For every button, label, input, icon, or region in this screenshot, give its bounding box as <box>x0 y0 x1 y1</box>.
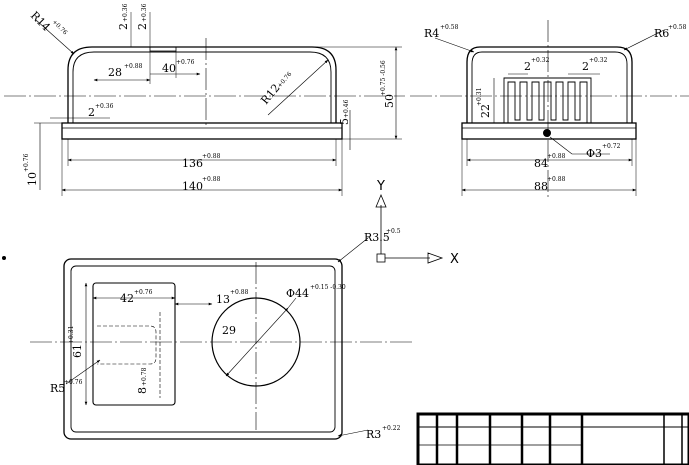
side-ribs <box>503 77 592 123</box>
circle-dia-leader <box>287 297 297 309</box>
front-base-height-label: 10 <box>26 172 39 186</box>
front-lip-label: 5 <box>338 118 351 125</box>
front-wall-label: 2 <box>88 106 95 119</box>
x-axis-label: X <box>450 252 459 267</box>
top-offset-tol: +0.88 <box>230 289 249 296</box>
top-inner-radius-label: R5 <box>50 382 65 395</box>
front-body-inner <box>72 51 332 123</box>
front-step-left-tol: +0.88 <box>124 63 143 70</box>
side-r4-tol: +0.58 <box>440 24 459 31</box>
front-slot-depth-tol: +0.36 <box>141 3 148 22</box>
top-circle-label: 29 <box>222 324 236 337</box>
top-height-label: 61 <box>71 344 84 358</box>
side-inner-width-tol: +0.88 <box>547 153 566 160</box>
r14-leader <box>35 19 75 55</box>
side-rib-gap-l-tol: +0.32 <box>531 57 550 64</box>
side-rib-gap-r-tol: +0.32 <box>589 57 608 64</box>
front-slot-depth-label: 2 <box>136 23 149 30</box>
y-axis-label: Y <box>376 179 385 194</box>
front-slot-width-label: 2 <box>117 23 130 30</box>
side-outer-width-label: 88 <box>534 180 548 193</box>
r6-leader <box>623 29 665 51</box>
top-window-hidden <box>97 325 157 365</box>
x-axis-arrow <box>427 252 444 264</box>
top-r3-label: R3 <box>366 428 381 441</box>
front-outer-radius-tol: +0.76 <box>276 71 293 90</box>
front-wall-tol: +0.36 <box>95 103 114 110</box>
circle-dia-line <box>225 307 289 377</box>
front-body-outer <box>67 46 337 123</box>
front-r14-label: R14 <box>28 9 53 34</box>
top-r35-tol: +0.5 <box>386 228 401 235</box>
front-inner-length-tol: +0.88 <box>202 153 221 160</box>
title-block <box>416 412 689 465</box>
side-inner-width-label: 84 <box>534 157 548 170</box>
front-total-height-tol: +0.75 -0.56 <box>380 60 387 96</box>
side-body-inner <box>471 51 628 123</box>
r12-leader <box>267 59 329 116</box>
r4-leader <box>434 37 475 53</box>
top-window-width-tol: +0.76 <box>134 289 153 296</box>
top-circle-dia-tol: +0.15 -0.30 <box>310 284 346 291</box>
side-rib-gap-l-label: 2 <box>524 60 531 73</box>
top-window-width-label: 42 <box>120 292 134 305</box>
front-view <box>4 12 405 196</box>
front-base <box>61 122 343 140</box>
side-view <box>410 20 689 200</box>
side-hole-label: Φ3 <box>586 147 602 160</box>
side-r6-label: R6 <box>654 27 669 40</box>
r5-leader <box>65 359 101 385</box>
top-offset-label: 13 <box>216 293 230 306</box>
front-total-height-label: 50 <box>383 94 396 108</box>
front-step-right-label: 40 <box>162 62 176 75</box>
front-base-height-tol: +0.76 <box>23 153 30 172</box>
top-circle <box>211 297 301 387</box>
top-circle-dia-label: Φ44 <box>286 287 309 300</box>
front-step-right-tol: +0.76 <box>176 59 195 66</box>
top-window <box>92 282 176 406</box>
coordinate-axes <box>375 193 444 264</box>
side-hole <box>543 129 551 137</box>
top-inner-outline <box>70 265 336 433</box>
top-r35-label: R3.5 <box>364 231 390 244</box>
side-base <box>461 122 637 140</box>
front-lip-tol: +0.46 <box>343 99 350 118</box>
front-inner-length-label: 136 <box>182 157 203 170</box>
side-r6-tol: +0.58 <box>668 24 687 31</box>
side-body-outer <box>466 46 633 123</box>
top-view <box>30 237 415 440</box>
r35-leader <box>337 237 369 263</box>
front-r14-tol: +0.76 <box>51 18 69 36</box>
margin-dot <box>2 256 6 260</box>
top-small-dim-label: 8 <box>136 387 149 394</box>
side-outer-width-tol: +0.88 <box>547 176 566 183</box>
hole-leader <box>549 136 573 155</box>
title-block-outer <box>416 412 689 465</box>
front-outer-length-label: 140 <box>182 180 203 193</box>
origin-marker <box>376 253 386 263</box>
side-rib-height-tol: +0.31 <box>476 88 483 106</box>
top-outer-outline <box>63 258 343 440</box>
side-rib-gap-r-label: 2 <box>582 60 589 73</box>
front-outer-length-tol: +0.88 <box>202 176 221 183</box>
front-slot-width-tol: +0.36 <box>122 3 129 22</box>
r3-leader <box>337 429 369 437</box>
top-inner-radius-tol: +0.76 <box>64 379 83 386</box>
front-step-left-label: 28 <box>108 66 122 79</box>
top-small-dim-tol: +0.78 <box>141 367 148 386</box>
y-axis-arrow <box>375 193 387 208</box>
side-rib-height-label: 22 <box>479 104 492 118</box>
side-r4-label: R4 <box>424 27 439 40</box>
front-slot <box>149 47 177 52</box>
top-r3-tol: +0.22 <box>382 425 401 432</box>
side-hole-tol: +0.72 <box>602 143 621 150</box>
top-height-tol: +0.31 <box>68 326 75 344</box>
